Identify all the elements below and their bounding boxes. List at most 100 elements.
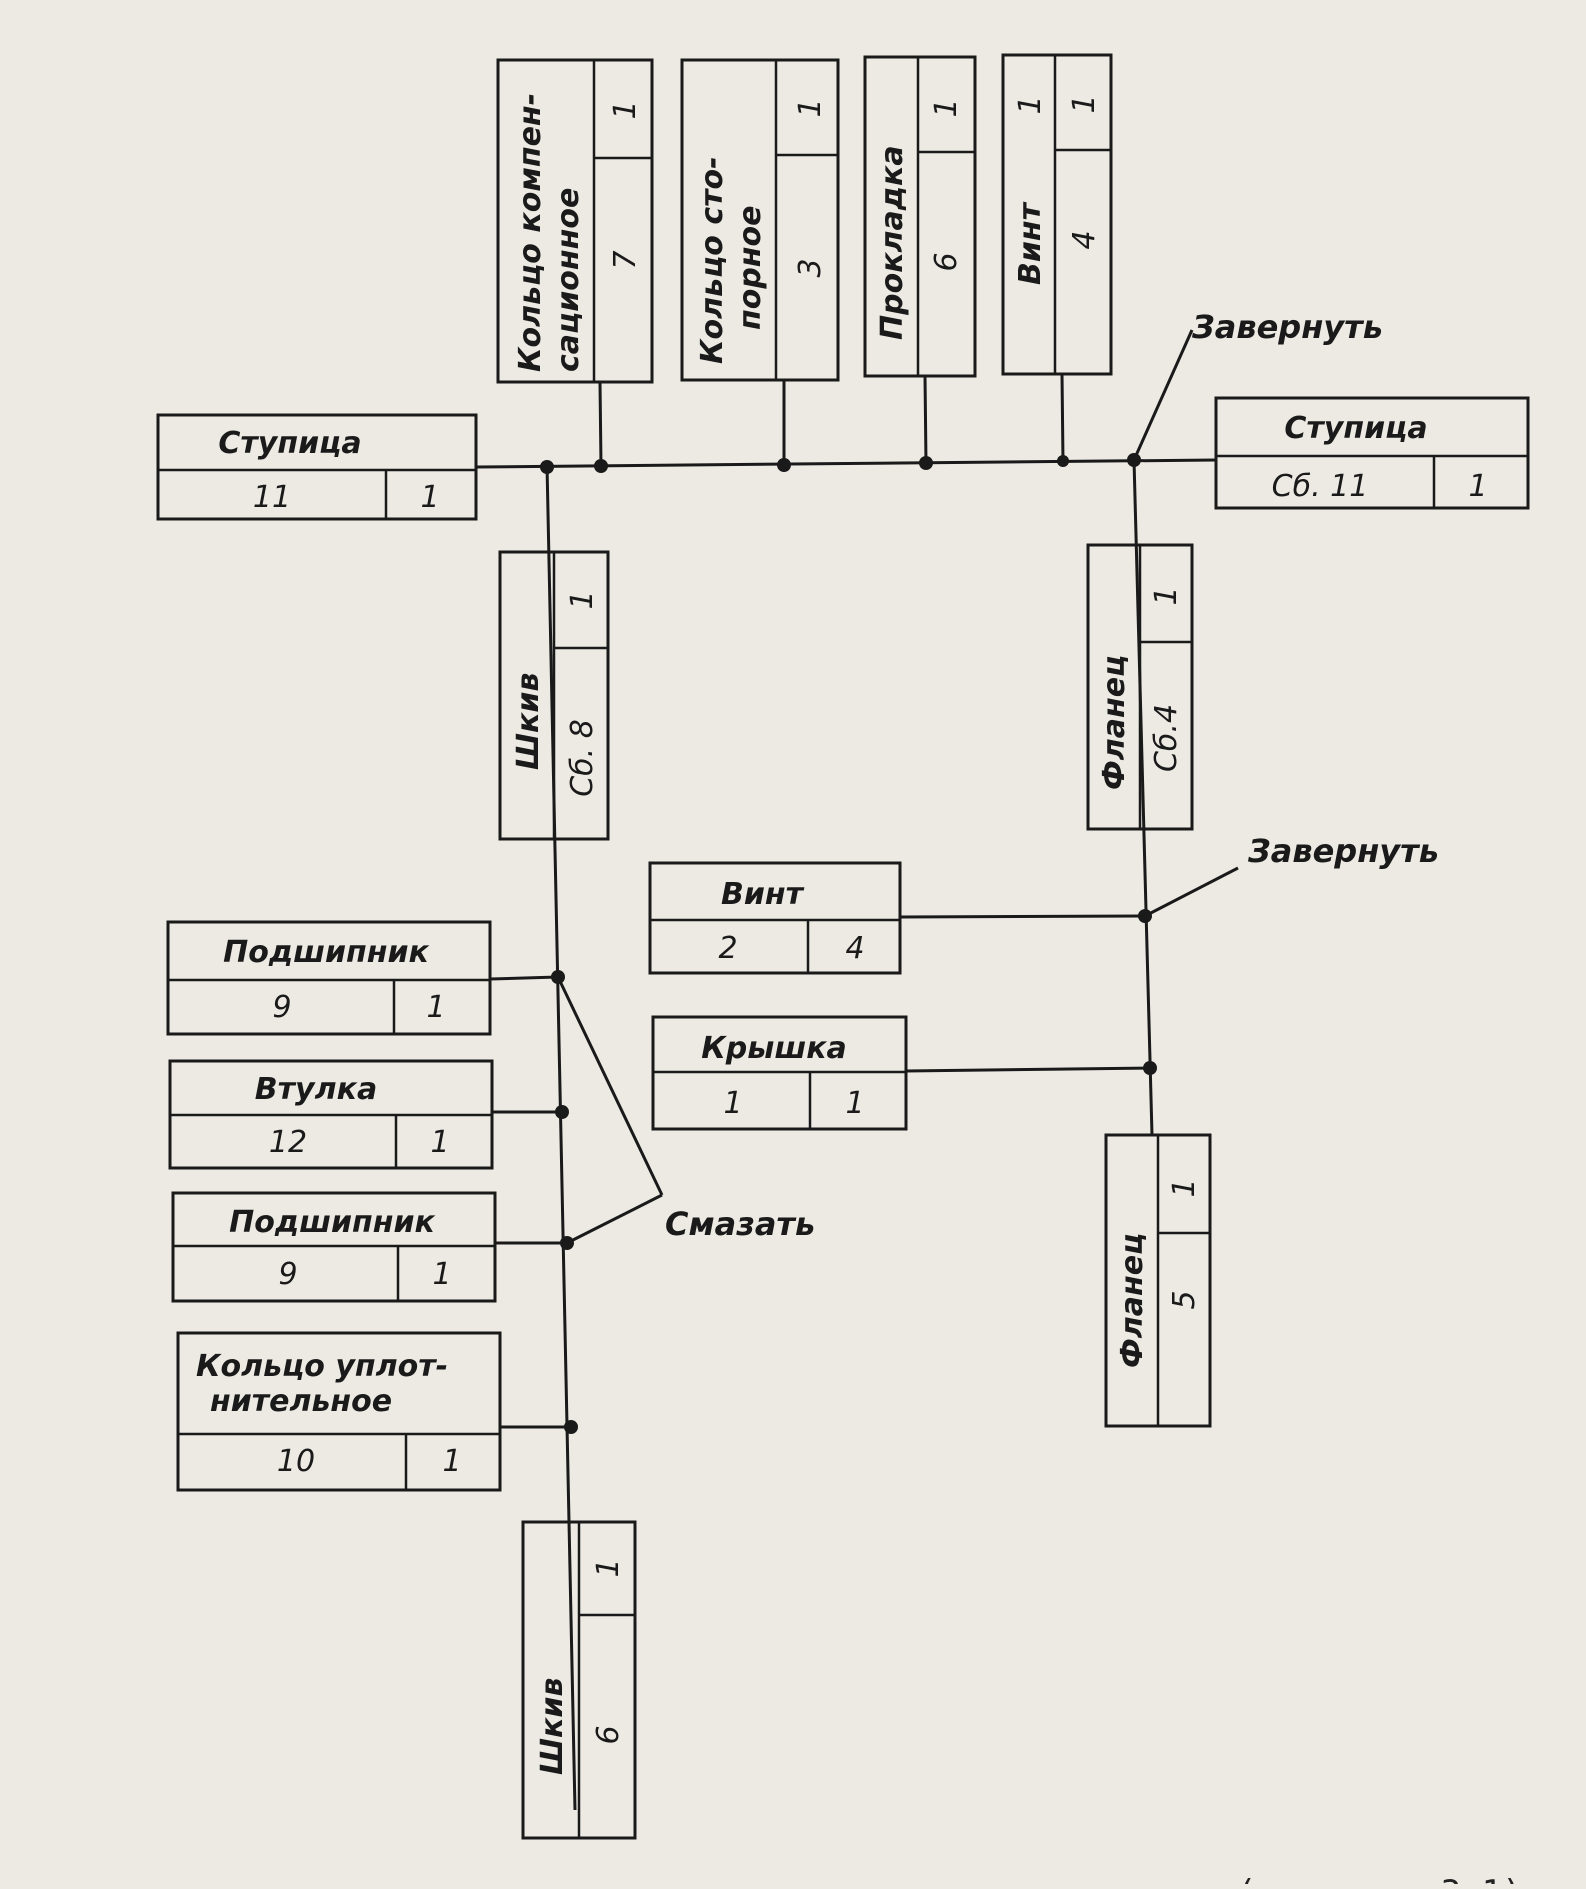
box-position: 7	[608, 250, 643, 269]
box-name-line-1: Кольцо уплот-	[196, 1349, 448, 1384]
box-name: Шкив	[535, 1678, 570, 1775]
box-quantity: 1	[608, 100, 643, 119]
label-screw-in-mid: Завернуть	[1247, 832, 1439, 870]
box-position: 12	[269, 1125, 307, 1160]
box-extra-value: 1	[1013, 95, 1048, 114]
box-hub-right: Ступица Сб. 11 1	[1214, 396, 1530, 510]
junction-dot	[564, 1420, 578, 1434]
junction-dot	[1138, 909, 1152, 923]
main-horizontal-line	[475, 458, 1217, 469]
box-quantity: 1	[1167, 1178, 1202, 1197]
cover-wire	[905, 1066, 1151, 1073]
box-comp-ring: Кольцо компен- сационное 7 1	[496, 58, 654, 384]
gasket-stem	[923, 375, 928, 464]
box-name-line-1: Кольцо сто-	[695, 156, 730, 364]
box-name: Ступица	[218, 426, 361, 461]
box-name: Подшипник	[229, 1205, 435, 1240]
box-screw-mid: Винт 2 4	[648, 861, 902, 975]
box-quantity: 1	[565, 590, 600, 609]
box-seal-ring: Кольцо уплот- нительное 10 1	[176, 1331, 502, 1492]
caption: (к задаче 3.1)	[1236, 1873, 1523, 1884]
label-screw-in-top: Завернуть	[1191, 308, 1383, 346]
box-name-line-1: Кольцо компен-	[513, 93, 548, 372]
box-quantity: 1	[1149, 586, 1184, 605]
box-name: Фланец	[1097, 655, 1132, 790]
box-bearing-2: Подшипник 9 1	[171, 1191, 497, 1303]
junction-dot	[1143, 1061, 1157, 1075]
box-quantity: 1	[1067, 94, 1102, 113]
box-name: Шкив	[511, 673, 546, 770]
box-pulley-6: Шкив 6 1	[521, 1520, 637, 1840]
screw-mid-wire	[899, 914, 1146, 919]
comp-ring-stem	[598, 381, 603, 467]
box-name-line-2: нительное	[210, 1384, 392, 1419]
box-name-line-2: порное	[733, 206, 768, 331]
box-stop-ring: Кольцо сто- порное 3 1	[680, 58, 840, 382]
junction-dot	[919, 456, 933, 470]
box-name: Винт	[1013, 201, 1048, 285]
box-name: Подшипник	[223, 935, 429, 970]
box-quantity: 1	[1468, 469, 1487, 504]
box-position: 11	[253, 480, 291, 515]
connection-lines	[475, 329, 1239, 1811]
box-hub-left: Ступица 11 1	[156, 413, 478, 521]
box-flange-sb4: Фланец Сб.4 1	[1086, 543, 1194, 831]
box-name: Втулка	[255, 1072, 377, 1107]
box-quantity: 1	[430, 1125, 449, 1160]
label-lubricate: Смазать	[665, 1205, 815, 1243]
junction-dot	[560, 1236, 574, 1250]
junction-dot	[594, 459, 608, 473]
box-quantity: 1	[442, 1444, 461, 1479]
box-pulley-sb8: Шкив Сб. 8 1	[498, 550, 610, 841]
box-quantity: 1	[845, 1086, 864, 1121]
bearing-1-wire	[489, 975, 559, 981]
box-bearing-1: Подшипник 9 1	[166, 920, 492, 1036]
box-position: 6	[591, 1725, 626, 1744]
junction-dot	[551, 970, 565, 984]
box-position: 10	[277, 1444, 315, 1479]
screw-in-leader-mid	[1144, 866, 1239, 918]
box-position: 1	[723, 1086, 742, 1121]
box-name: Ступица	[1284, 411, 1427, 446]
left-vertical-line	[545, 464, 577, 1811]
box-cover: Крышка 1 1	[651, 1015, 908, 1131]
lubricate-leader-top	[556, 976, 664, 1196]
box-name: Винт	[721, 877, 805, 912]
box-quantity: 1	[420, 480, 439, 515]
box-position: Сб.4	[1149, 704, 1184, 772]
box-position: 9	[278, 1257, 297, 1292]
box-position: 4	[1067, 230, 1102, 249]
junction-dot	[540, 460, 554, 474]
box-screw-top: Винт 1 4 1	[1001, 53, 1113, 376]
box-quantity: 1	[929, 98, 964, 117]
box-quantity: 1	[793, 98, 828, 117]
screw-top-stem	[1060, 373, 1065, 462]
junction-dot	[777, 458, 791, 472]
lubricate-leader-bottom	[566, 1193, 663, 1245]
box-quantity: 4	[845, 931, 864, 966]
junction-dot	[1127, 453, 1141, 467]
box-position: Сб. 11	[1272, 469, 1369, 504]
box-name: Фланец	[1115, 1233, 1150, 1368]
junction-dot	[555, 1105, 569, 1119]
box-gasket: Прокладка 6 1	[863, 55, 977, 378]
box-name: Прокладка	[875, 145, 910, 340]
box-position: 5	[1167, 1290, 1202, 1309]
box-position: 6	[929, 252, 964, 271]
junction-dots	[540, 453, 1157, 1434]
box-quantity: 1	[432, 1257, 451, 1292]
junction-dot	[1057, 455, 1069, 467]
box-quantity: 1	[426, 990, 445, 1025]
box-name-line-2: сационное	[551, 188, 586, 372]
box-position: Сб. 8	[565, 719, 600, 797]
box-position: 9	[272, 990, 291, 1025]
box-position: 2	[718, 931, 737, 966]
box-name: Крышка	[701, 1031, 847, 1066]
box-bushing: Втулка 12 1	[168, 1059, 494, 1170]
right-vertical-line	[1132, 459, 1154, 1136]
box-flange-5: Фланец 5 1	[1104, 1133, 1212, 1428]
box-quantity: 1	[591, 1558, 626, 1577]
box-position: 3	[793, 258, 828, 277]
